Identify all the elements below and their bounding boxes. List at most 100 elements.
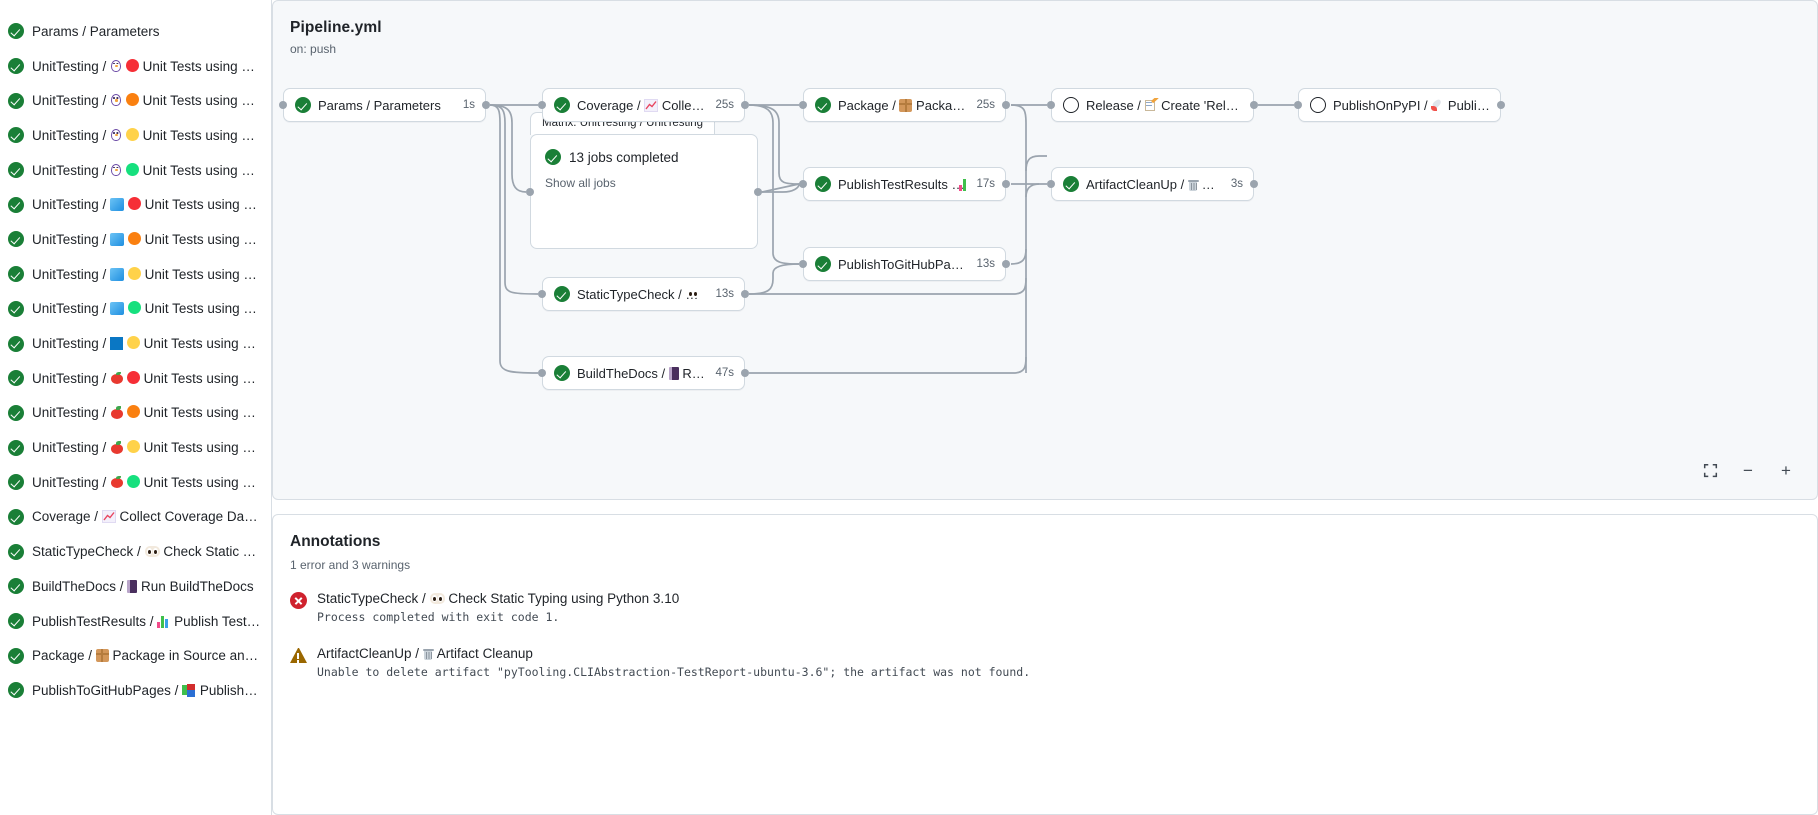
sidebar-job-item[interactable]: Package / Package in Source and Wh…: [0, 638, 271, 673]
check-circle-icon: [8, 647, 24, 664]
eyes-icon: [144, 546, 160, 558]
check-circle-icon: [8, 92, 24, 109]
sidebar-job-item[interactable]: UnitTesting / Unit Tests using Pyth…: [0, 292, 271, 327]
sidebar-job-item[interactable]: Params / Parameters: [0, 14, 271, 49]
sidebar-job-item[interactable]: Coverage / Collect Coverage Data usi…: [0, 500, 271, 535]
workflow-trigger: on: push: [290, 42, 337, 56]
sidebar-job-label: UnitTesting / Unit Tests using Pyth…: [32, 231, 261, 247]
node-input-port: [799, 180, 807, 188]
node-input-port: [1047, 101, 1055, 109]
sidebar-job-item[interactable]: PublishToGitHubPages / Publish to G…: [0, 673, 271, 708]
zoom-in-button[interactable]: +: [1781, 460, 1791, 480]
graph-node-testresults[interactable]: PublishTestResults / Pu…17s: [803, 167, 1006, 201]
bar-chart-icon: [958, 177, 967, 191]
workflow-graph-card[interactable]: Pipeline.yml on: push: [272, 0, 1818, 500]
graph-node-typecheck[interactable]: StaticTypeCheck / Chec…13s: [542, 277, 745, 311]
fullscreen-icon[interactable]: [1697, 457, 1723, 483]
check-circle-icon: [554, 97, 570, 113]
graph-node-duration: 13s: [715, 288, 734, 300]
sidebar-job-item[interactable]: UnitTesting / Unit Tests using Pyth…: [0, 187, 271, 222]
sidebar-job-item[interactable]: UnitTesting / Unit Tests using Pyth…: [0, 118, 271, 153]
dot-red-icon: [127, 197, 141, 211]
annotation-item[interactable]: StaticTypeCheck / Check Static Typing us…: [290, 591, 679, 624]
sidebar-job-item[interactable]: StaticTypeCheck / Check Static Typing…: [0, 534, 271, 569]
sidebar-job-item[interactable]: UnitTesting / Unit Tests using Pyth…: [0, 430, 271, 465]
node-output-port: [1002, 180, 1010, 188]
check-circle-icon: [8, 266, 24, 283]
graph-node-label: Package / Package in So…: [838, 97, 967, 113]
graph-node-label: Release / Create 'Release P…: [1086, 97, 1243, 113]
sidebar-job-item[interactable]: PublishTestResults / Publish Test Resu…: [0, 604, 271, 639]
check-circle-icon: [8, 543, 24, 560]
dot-orange-icon: [127, 231, 141, 245]
sidebar-job-label: Package / Package in Source and Wh…: [32, 648, 261, 664]
check-circle-icon: [8, 162, 24, 179]
check-circle-icon: [295, 97, 311, 113]
sidebar-job-item[interactable]: UnitTesting / Unit Tests using Pyth…: [0, 153, 271, 188]
graph-node-builddocs[interactable]: BuildTheDocs / Run Buil…47s: [542, 356, 745, 390]
check-circle-icon: [815, 97, 831, 113]
graph-node-duration: 17s: [976, 178, 995, 190]
sidebar-job-label: UnitTesting / Unit Tests using Pyth…: [32, 440, 261, 456]
graph-node-duration: 25s: [976, 99, 995, 111]
dot-red-icon: [126, 370, 140, 384]
wastebasket-icon: [1187, 178, 1199, 191]
graph-zoom-controls[interactable]: − +: [1697, 457, 1799, 483]
sidebar-job-label: UnitTesting / Unit Tests using Pyth…: [32, 197, 261, 213]
sidebar-job-item[interactable]: UnitTesting / Unit Tests using Pyth…: [0, 222, 271, 257]
graph-node-label: ArtifactCleanUp / Artifac…: [1086, 176, 1221, 192]
sidebar-job-item[interactable]: UnitTesting / Unit Tests using Pyth…: [0, 326, 271, 361]
check-circle-icon: [8, 508, 24, 525]
apple-icon: [110, 406, 123, 419]
graph-node-artifact[interactable]: ArtifactCleanUp / Artifac… 3s: [1051, 167, 1254, 201]
sidebar-job-item[interactable]: BuildTheDocs / Run BuildTheDocs: [0, 569, 271, 604]
penguin-icon: [110, 59, 122, 73]
sidebar-job-item[interactable]: UnitTesting / Unit Tests using Pyth…: [0, 465, 271, 500]
sidebar-job-label: UnitTesting / Unit Tests using Pyth…: [32, 405, 261, 421]
node-input-port: [799, 101, 807, 109]
zoom-out-button[interactable]: −: [1743, 460, 1753, 480]
node-input-port: [538, 369, 546, 377]
sidebar-job-item[interactable]: UnitTesting / Unit Tests using Pyth…: [0, 361, 271, 396]
graph-node-package[interactable]: Package / Package in So… 25s: [803, 88, 1006, 122]
check-circle-icon: [8, 370, 24, 387]
matrix-node[interactable]: 13 jobs completed Show all jobs: [530, 134, 758, 249]
check-circle-icon: [554, 286, 570, 302]
graph-node-ghpages[interactable]: PublishToGitHubPages / …13s: [803, 247, 1006, 281]
annotation-message: Unable to delete artifact "pyTooling.CLI…: [317, 665, 1031, 679]
graph-node-pypi[interactable]: PublishOnPyPI / Publish to …: [1298, 88, 1501, 122]
sidebar-job-label: UnitTesting / Unit Tests using Pyth…: [32, 370, 261, 386]
graph-node-coverage[interactable]: Coverage / Collect Cove… 25s: [542, 88, 745, 122]
sidebar-job-item[interactable]: UnitTesting / Unit Tests using Pyth…: [0, 396, 271, 431]
graph-node-duration: 25s: [715, 99, 734, 111]
node-input-port: [538, 101, 546, 109]
graph-node-label: Coverage / Collect Cove…: [577, 97, 705, 113]
sidebar-job-item[interactable]: UnitTesting / Unit Tests using Pyth…: [0, 257, 271, 292]
sidebar-job-item[interactable]: UnitTesting / Unit Tests using Pyth…: [0, 83, 271, 118]
check-circle-icon: [1063, 176, 1079, 192]
notebook-icon: [668, 366, 679, 380]
check-circle-icon: [8, 23, 24, 40]
apple-icon: [110, 371, 123, 385]
node-input-port: [1047, 180, 1055, 188]
matrix-input-port: [526, 188, 534, 196]
check-circle-icon: [815, 256, 831, 272]
graph-node-duration: 3s: [1230, 178, 1243, 190]
node-output-port: [1002, 260, 1010, 268]
show-all-jobs-link[interactable]: Show all jobs: [545, 176, 616, 190]
check-circle-icon: [8, 231, 24, 248]
check-circle-icon: [545, 149, 561, 165]
warning-icon: [290, 648, 307, 663]
sidebar-job-item[interactable]: UnitTesting / Unit Tests using Pyth…: [0, 49, 271, 84]
dot-yellow-icon: [126, 336, 140, 350]
memo-icon: [1144, 97, 1159, 112]
sidebar-job-label: UnitTesting / Unit Tests using Pyth…: [32, 93, 261, 109]
sidebar-job-label: UnitTesting / Unit Tests using Pyth…: [32, 127, 261, 143]
graph-node-release[interactable]: Release / Create 'Release P…: [1051, 88, 1254, 122]
node-input-port: [279, 101, 287, 109]
